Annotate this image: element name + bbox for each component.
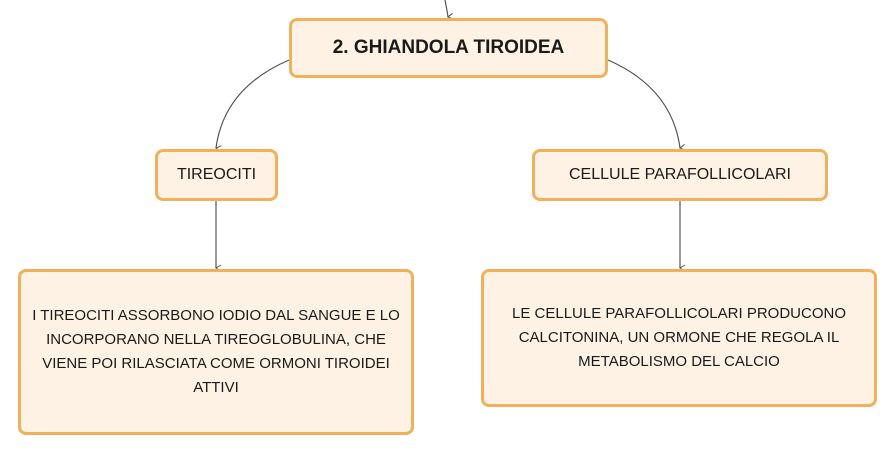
branch-node-tireociti[interactable]: TIREOCITI bbox=[155, 149, 278, 201]
detail-node-tireociti[interactable]: I TIREOCITI ASSORBONO IODIO DAL SANGUE E… bbox=[18, 269, 414, 435]
connector-root-to-parafollicolari bbox=[607, 59, 686, 151]
root-node[interactable]: 2. GHIANDOLA TIROIDEA bbox=[289, 18, 608, 78]
branch-node-cellule-parafollicolari[interactable]: CELLULE PARAFOLLICOLARI bbox=[532, 149, 828, 201]
root-node-label: 2. GHIANDOLA TIROIDEA bbox=[332, 37, 565, 58]
detail-node-text: I TIREOCITI ASSORBONO IODIO DAL SANGUE E… bbox=[32, 307, 400, 396]
detail-node-cellule-parafollicolari[interactable]: LE CELLULE PARAFOLLICOLARI PRODUCONO CAL… bbox=[481, 269, 877, 407]
detail-node-text: LE CELLULE PARAFOLLICOLARI PRODUCONO CAL… bbox=[512, 305, 846, 370]
branch-node-label: CELLULE PARAFOLLICOLARI bbox=[568, 166, 791, 183]
branch-node-label: TIREOCITI bbox=[176, 166, 257, 183]
incoming-connector bbox=[444, 0, 454, 20]
connector-root-to-tireociti bbox=[215, 59, 290, 153]
